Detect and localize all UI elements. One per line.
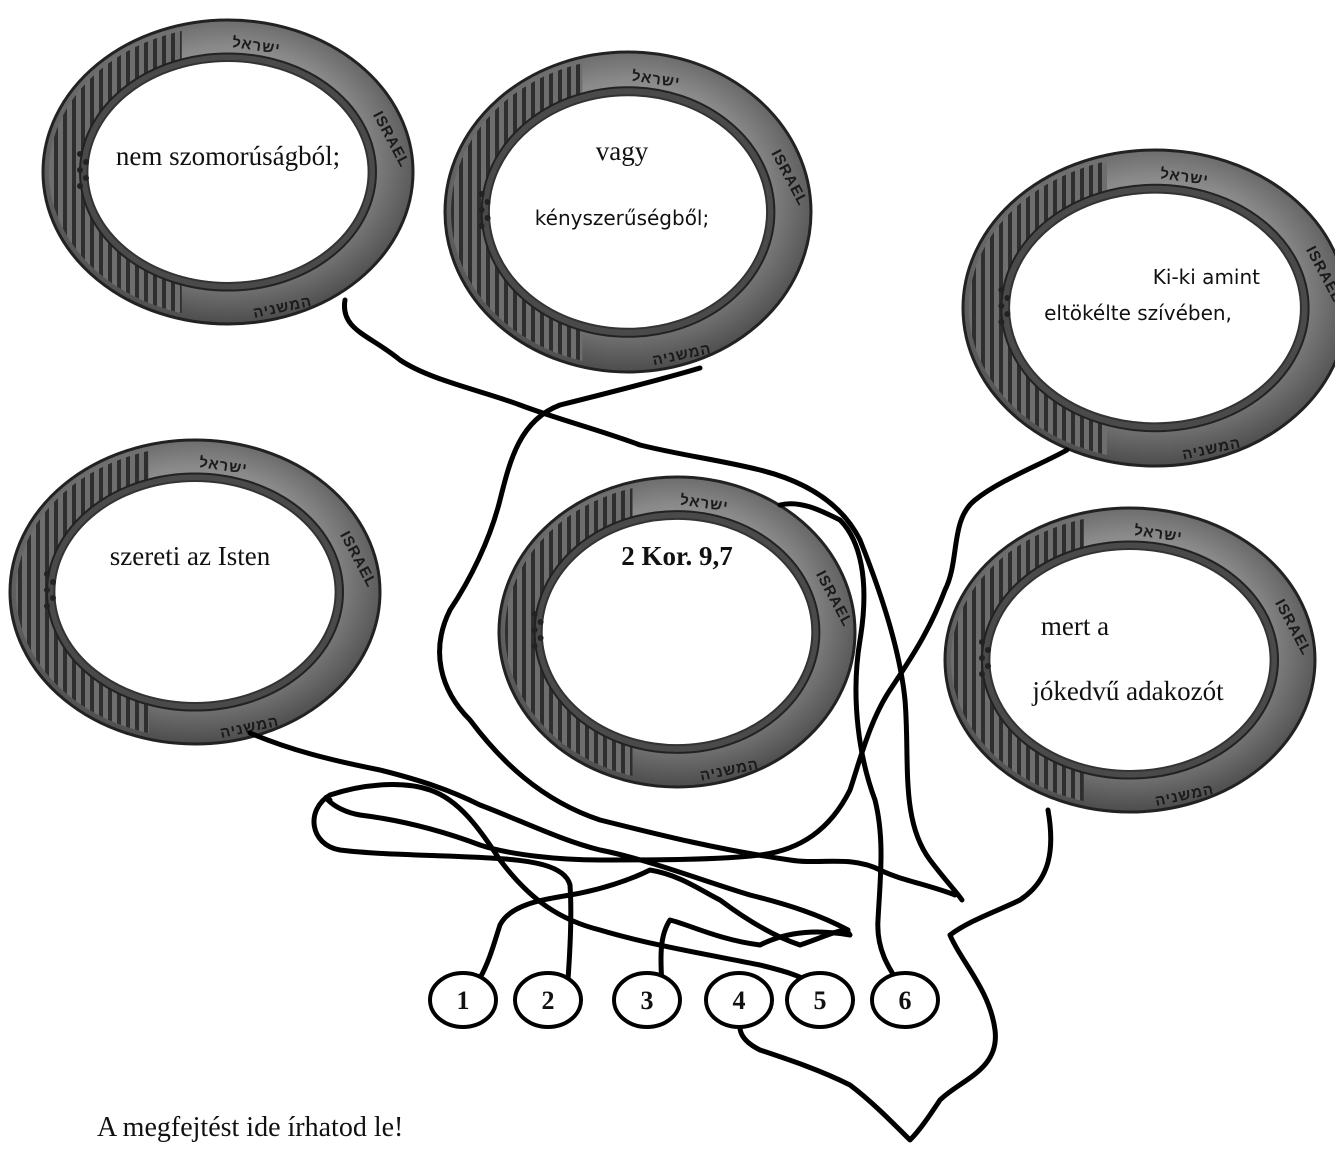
rim-word-top: ישראל bbox=[231, 34, 282, 58]
coin-face bbox=[540, 517, 814, 747]
emblem-dot bbox=[50, 579, 56, 585]
coin-text-line: nem szomorúságból; bbox=[116, 141, 340, 171]
emblem-dot bbox=[77, 151, 83, 157]
emblem-dot bbox=[478, 191, 485, 197]
number-circle-2: 2 bbox=[513, 971, 583, 1029]
tangle-line-7 bbox=[477, 867, 853, 988]
number-circle-outline bbox=[704, 971, 774, 1029]
emblem-dot bbox=[979, 671, 985, 677]
rim-word-top: ישראל bbox=[1133, 522, 1184, 546]
coin-face bbox=[53, 480, 337, 704]
number-label: 3 bbox=[641, 986, 654, 1015]
emblem-dot bbox=[531, 627, 538, 633]
number-circle-outline bbox=[785, 971, 855, 1029]
coin-face bbox=[487, 94, 769, 330]
number-circle-outline bbox=[428, 971, 498, 1029]
emblem-dot bbox=[1004, 311, 1011, 317]
number-label: 5 bbox=[814, 986, 827, 1015]
emblem-dot bbox=[77, 183, 83, 189]
emblem-dot bbox=[531, 643, 538, 649]
tangle-line-1 bbox=[342, 297, 965, 903]
number-label: 6 bbox=[899, 986, 912, 1015]
answer-label: A megfejtést ide írhatod le! bbox=[97, 1112, 404, 1143]
emblem-dot bbox=[985, 647, 991, 653]
tangle-line-6 bbox=[736, 807, 1054, 1143]
coin-text-line: jókedvű adakozót bbox=[1031, 676, 1224, 706]
tangled-lines bbox=[247, 297, 1070, 1143]
number-label: 4 bbox=[733, 986, 746, 1015]
emblem-dot bbox=[979, 639, 985, 645]
emblem-dot bbox=[1004, 295, 1011, 301]
tangle-line-2 bbox=[437, 365, 958, 898]
emblem-dot bbox=[484, 215, 491, 221]
coin-face bbox=[988, 548, 1272, 772]
emblem-dot bbox=[537, 635, 544, 641]
emblem-dot bbox=[77, 167, 83, 173]
emblem-dot bbox=[484, 199, 491, 205]
emblem-dot bbox=[50, 595, 56, 601]
coin-text-line: Ki-ki amint bbox=[1153, 265, 1260, 289]
coin-text-line: mert a bbox=[1041, 611, 1109, 641]
coin-text-line: kényszerűségből; bbox=[535, 206, 709, 230]
emblem-dot bbox=[531, 611, 538, 617]
emblem-dot bbox=[83, 159, 89, 165]
rim-word-top: ישראל bbox=[1159, 165, 1210, 189]
number-circle-5: 5 bbox=[785, 971, 855, 1029]
number-circle-1: 1 bbox=[428, 971, 498, 1029]
number-circle-6: 6 bbox=[870, 971, 940, 1029]
number-circles: 1 2 3 4 5 6 bbox=[428, 971, 940, 1029]
tangle-line-5 bbox=[777, 501, 903, 988]
rim-word-top: ישראל bbox=[679, 492, 730, 516]
emblem-dot bbox=[998, 303, 1005, 309]
coin-text-line: vagy bbox=[596, 136, 649, 166]
emblem-dot bbox=[998, 319, 1005, 325]
tangle-line-8 bbox=[311, 782, 818, 988]
tangle-line-3 bbox=[323, 447, 1070, 863]
number-circle-3: 3 bbox=[612, 971, 682, 1029]
emblem-dot bbox=[83, 175, 89, 181]
number-circle-outline bbox=[513, 971, 583, 1029]
coin-face bbox=[1008, 191, 1302, 425]
rim-word-top: ישראל bbox=[198, 454, 249, 478]
rim-word-top: ישראל bbox=[631, 68, 682, 92]
emblem-dot bbox=[44, 603, 50, 609]
number-label: 1 bbox=[457, 986, 470, 1015]
coin-text-line: 2 Kor. 9,7 bbox=[621, 541, 733, 571]
tangle-line-4 bbox=[247, 730, 851, 933]
coin-text-line: eltökélte szívében, bbox=[1044, 301, 1232, 325]
number-circle-4: 4 bbox=[704, 971, 774, 1029]
emblem-dot bbox=[478, 223, 485, 229]
emblem-dot bbox=[478, 207, 485, 213]
number-circle-outline bbox=[612, 971, 682, 1029]
emblem-dot bbox=[979, 655, 985, 661]
coin-face bbox=[86, 60, 370, 284]
coin-text-line: szereti az Isten bbox=[110, 541, 271, 571]
emblem-dot bbox=[44, 587, 50, 593]
number-label: 2 bbox=[542, 986, 555, 1015]
number-circle-outline bbox=[870, 971, 940, 1029]
emblem-dot bbox=[998, 287, 1005, 293]
emblem-dot bbox=[44, 571, 50, 577]
emblem-dot bbox=[985, 663, 991, 669]
emblem-dot bbox=[537, 619, 544, 625]
